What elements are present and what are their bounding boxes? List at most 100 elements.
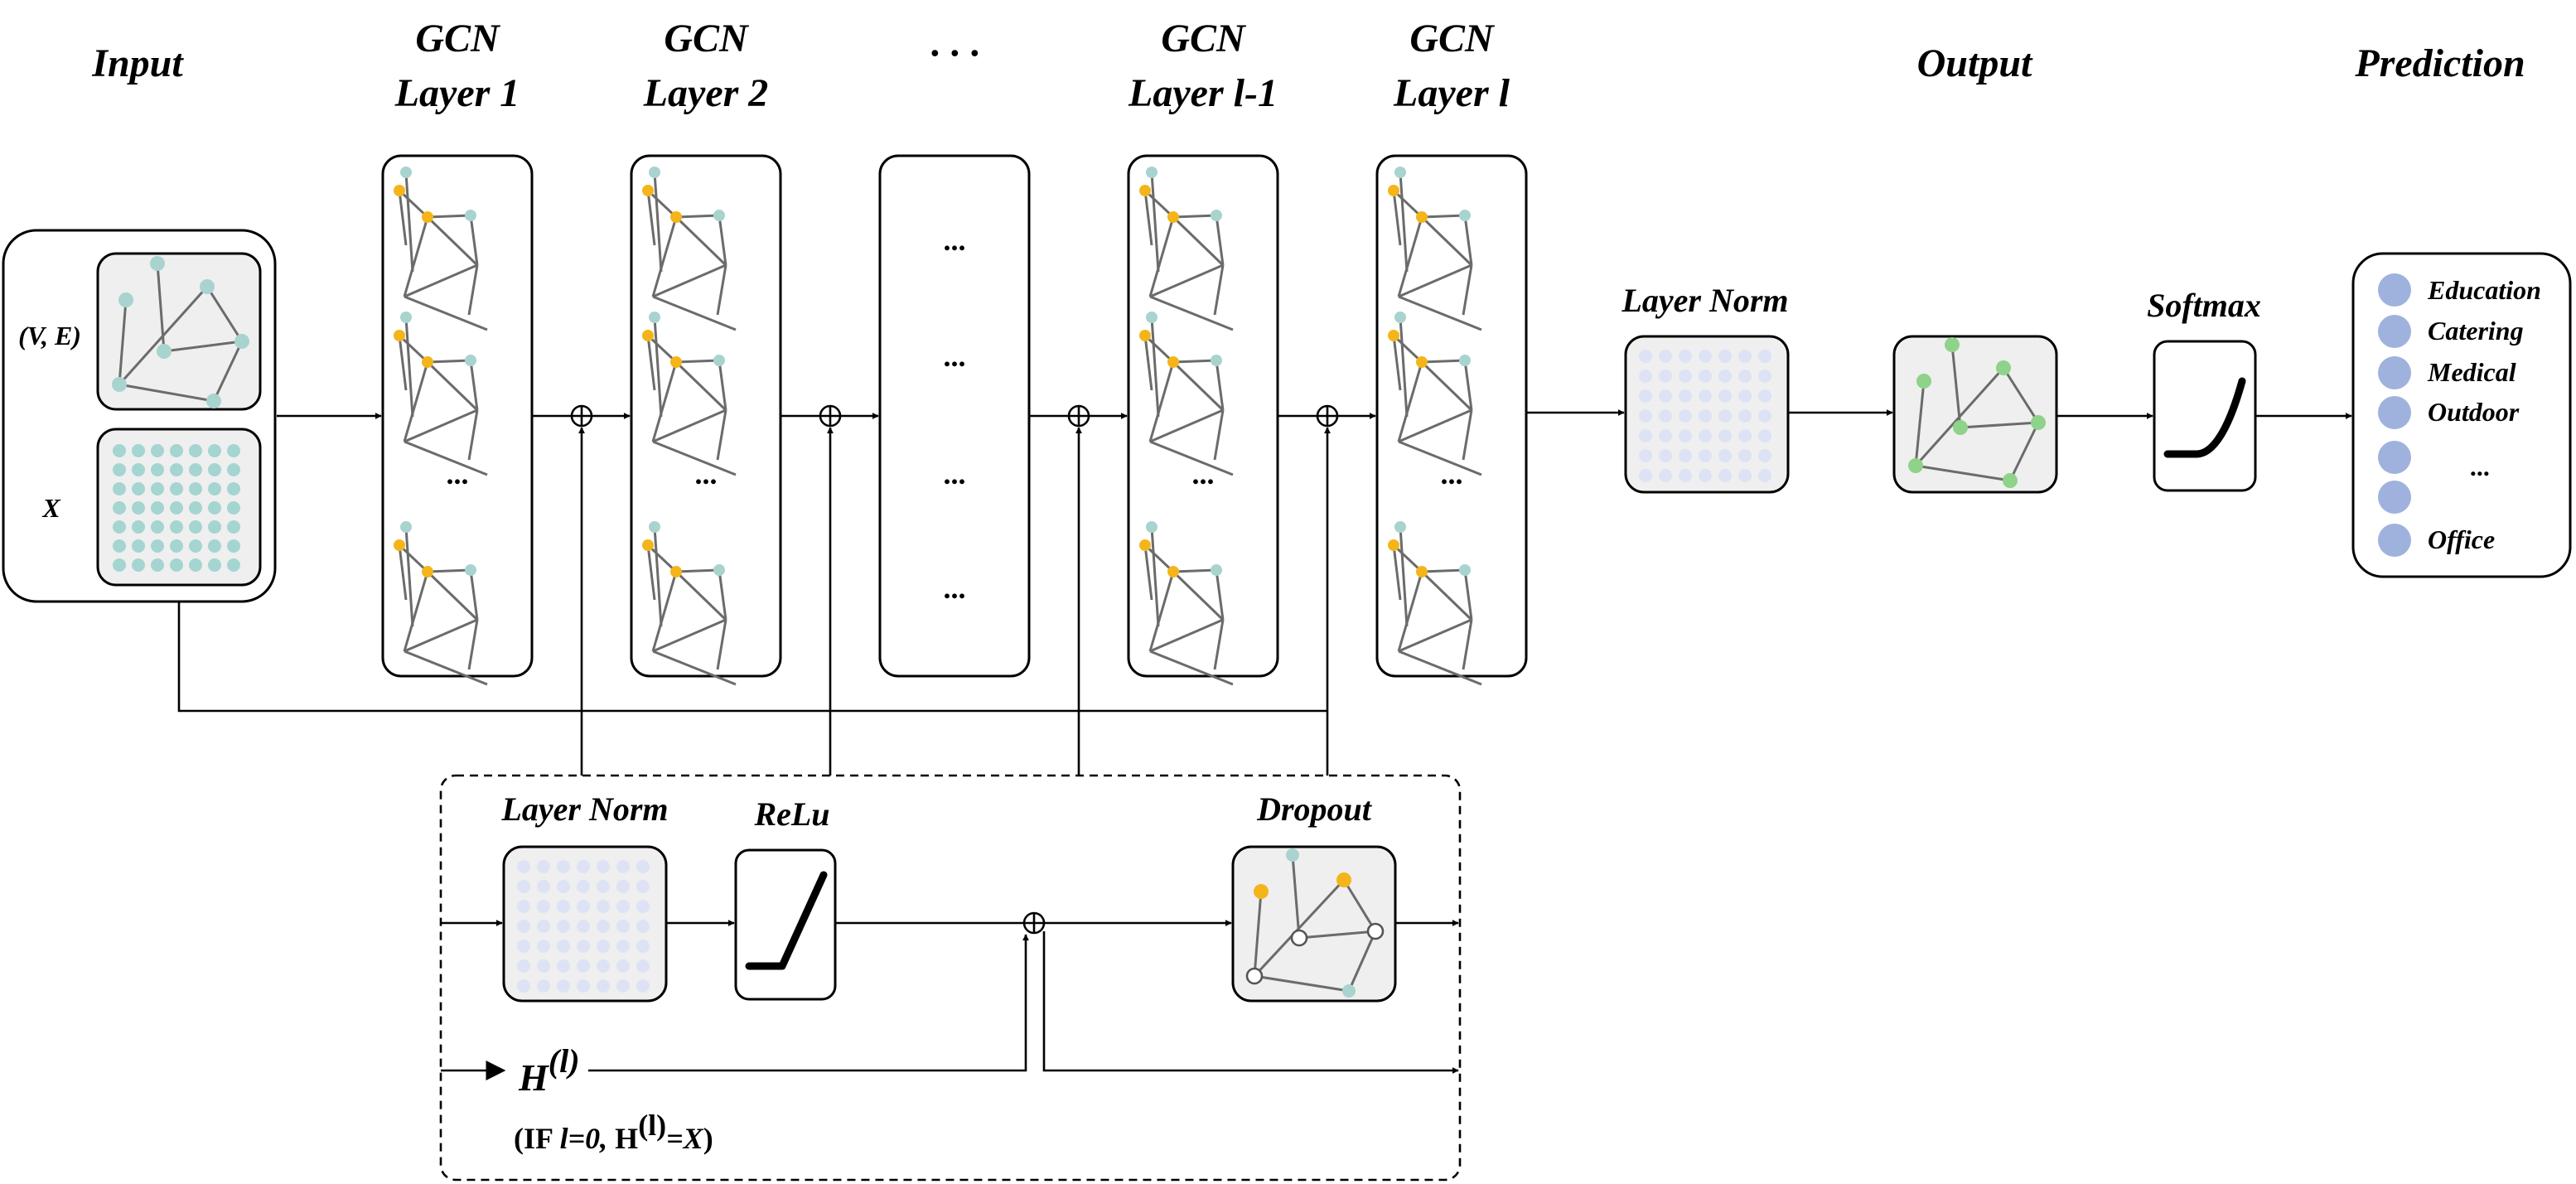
feature-dot: [597, 979, 610, 993]
feature-dot: [1659, 449, 1672, 462]
feature-dot: [1699, 429, 1712, 442]
feature-dot: [1679, 449, 1692, 462]
feature-dot: [113, 444, 126, 457]
feature-dot: [1659, 409, 1672, 423]
feature-dot: [1718, 429, 1732, 442]
feature-dot: [208, 482, 221, 495]
feature-dot: [557, 959, 570, 973]
feature-dot: [227, 501, 240, 515]
feature-dot: [577, 979, 590, 993]
feature-dot: [132, 539, 145, 553]
residual-add-icon: [1067, 404, 1090, 428]
feature-dot: [1679, 350, 1692, 363]
feature-dot: [597, 940, 610, 953]
feature-dot: [113, 463, 126, 476]
feature-dot: [1758, 469, 1771, 482]
layer-ellipsis: ...: [944, 224, 966, 257]
layer-ellipsis: ...: [1192, 457, 1215, 491]
gcn-layer-label: Layer l: [1393, 71, 1510, 115]
feature-dot: [557, 860, 570, 873]
feature-label: X: [41, 493, 60, 523]
feature-dot: [557, 880, 570, 893]
gcn-layer-detail-module: Layer Norm ReLu Dropout: [439, 774, 1462, 1182]
input-panel: (V, E) X: [2, 229, 277, 603]
feature-dot: [1738, 370, 1752, 383]
feature-dot: [208, 463, 221, 476]
feature-dot: [517, 920, 530, 933]
feature-dot: [517, 860, 530, 873]
softmax-block: [2153, 340, 2257, 492]
feature-dot: [1699, 370, 1712, 383]
class-circle: [2378, 396, 2411, 429]
feature-dot: [189, 463, 202, 476]
feature-dot: [170, 558, 183, 572]
gcn-title: GCN: [1161, 17, 1247, 60]
softmax-curve-icon: [2163, 377, 2246, 458]
feature-dot: [1679, 429, 1692, 442]
feature-dot: [597, 880, 610, 893]
feature-dot: [1659, 469, 1672, 482]
feature-dot: [151, 501, 164, 515]
feature-dot: [113, 558, 126, 572]
layer-ellipsis: ...: [944, 340, 966, 373]
feature-dot: [151, 539, 164, 553]
feature-dot: [616, 920, 630, 933]
feature-dot: [1679, 469, 1692, 482]
feature-dot: [170, 501, 183, 515]
feature-dot: [113, 482, 126, 495]
feature-dot: [170, 539, 183, 553]
feature-dot: [151, 558, 164, 572]
feature-dot: [1699, 350, 1712, 363]
class-circle: [2378, 481, 2411, 514]
prediction-panel: Education Catering Medical Outdoor ... O…: [2351, 252, 2572, 578]
feature-dot: [132, 558, 145, 572]
feature-dot: [113, 539, 126, 553]
class-label-ellipsis: ...: [2471, 452, 2491, 481]
feature-dot: [1718, 409, 1732, 423]
residual-add-icon: [1316, 404, 1339, 428]
input-graph-thumbnail: [96, 252, 262, 411]
feature-dot: [151, 520, 164, 534]
gcn-layer-l-minus-1-panel: ...: [1127, 154, 1279, 686]
feature-dot: [1718, 449, 1732, 462]
feature-dot: [1699, 449, 1712, 462]
prediction-header: Prediction: [2354, 41, 2525, 85]
feature-dot: [577, 860, 590, 873]
feature-dot: [1758, 449, 1771, 462]
class-label-medical: Medical: [2427, 357, 2516, 387]
intermediate-layers-panel: ... ... ... ...: [878, 154, 1031, 678]
feature-dot: [208, 558, 221, 572]
feature-dot: [132, 482, 145, 495]
gcn-layer-label: Layer 2: [643, 71, 769, 115]
feature-dot: [577, 920, 590, 933]
feature-dot: [1639, 389, 1652, 403]
feature-dot: [151, 482, 164, 495]
feature-dot: [1699, 409, 1712, 423]
feature-dot: [616, 979, 630, 993]
class-label-office: Office: [2428, 524, 2495, 554]
feature-dot: [537, 920, 550, 933]
feature-dot: [597, 860, 610, 873]
relu-curve-icon: [745, 871, 828, 970]
feature-dot: [1758, 350, 1771, 363]
feature-dot: [597, 900, 610, 913]
feature-dot: [189, 539, 202, 553]
feature-dot: [1679, 370, 1692, 383]
feature-dot: [189, 520, 202, 534]
feature-dot: [227, 463, 240, 476]
feature-dot: [1699, 469, 1712, 482]
forward-connections: [277, 409, 2352, 419]
feature-dot: [113, 501, 126, 515]
feature-dot: [227, 520, 240, 534]
class-circle: [2378, 315, 2411, 348]
feature-dot: [636, 940, 650, 953]
feature-dot: [1659, 389, 1672, 403]
feature-dot: [132, 520, 145, 534]
softmax-label: Softmax: [2147, 287, 2261, 324]
feature-dot: [1738, 469, 1752, 482]
feature-dot: [537, 880, 550, 893]
feature-dot: [517, 959, 530, 973]
feature-dot: [1738, 409, 1752, 423]
feature-dot: [1659, 429, 1672, 442]
feature-dot: [517, 900, 530, 913]
